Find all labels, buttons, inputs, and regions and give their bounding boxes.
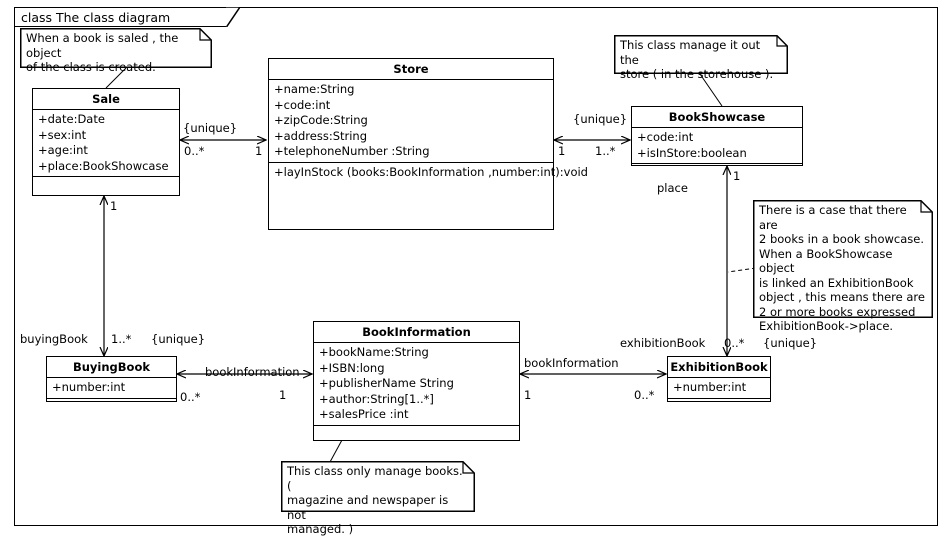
class-attributes-sale: +date:Date +sex:int +age:int +place:Book… xyxy=(33,110,179,177)
label-bookshowcase-exhibitionbook-constraint: {unique} xyxy=(763,336,818,350)
diagram-frame-title-tab: class The class diagram xyxy=(14,7,226,27)
class-box-store[interactable]: Store +name:String +code:int +zipCode:St… xyxy=(268,58,588,230)
attribute: +telephoneNumber :String xyxy=(274,144,430,158)
class-attributes-bookshowcase: +code:int +isInStore:boolean xyxy=(632,128,802,164)
class-operations-buyingbook xyxy=(47,399,176,403)
attribute: +publisherName String xyxy=(319,376,454,390)
note-bookshowcase-text: This class manage it out the store ( in … xyxy=(620,38,774,81)
class-name-exhibitionbook: ExhibitionBook xyxy=(668,357,770,378)
class-name-buyingbook: BuyingBook xyxy=(47,357,176,378)
note-bookinformation-text: This class only manage books. ( magazine… xyxy=(287,464,463,536)
class-operations-bookshowcase xyxy=(632,164,802,168)
note-sale: When a book is saled , the object of the… xyxy=(20,28,212,74)
diagram-title: class The class diagram xyxy=(21,10,171,25)
label-bookinformation-exhibitionbook-role: bookInformation xyxy=(524,356,619,370)
class-operations-exhibitionbook xyxy=(668,399,770,403)
label-sale-buyingbook-constraint: {unique} xyxy=(151,332,206,346)
class-name-bookinformation: BookInformation xyxy=(314,322,519,343)
label-sale-store-constraint: {unique} xyxy=(183,121,238,135)
note-exhibition-text: There is a case that there are 2 books i… xyxy=(759,203,925,333)
label-store-bookshowcase-target-mult: 1..* xyxy=(595,144,616,158)
label-bookshowcase-exhibitionbook-source-mult: 1 xyxy=(733,169,741,183)
class-operations-bookinformation xyxy=(314,426,519,430)
attribute: +code:int xyxy=(274,97,331,112)
label-store-bookshowcase-source-mult: 1 xyxy=(558,144,566,158)
note-bookshowcase: This class manage it out the store ( in … xyxy=(614,35,788,81)
frame-title-corner-icon xyxy=(226,7,240,27)
attribute: +ISBN:long xyxy=(319,360,385,375)
class-attributes-exhibitionbook: +number:int xyxy=(668,378,770,399)
label-sale-buyingbook-target-mult: 1..* xyxy=(111,332,132,346)
attribute: +address:String xyxy=(274,128,368,143)
class-box-buyingbook[interactable]: BuyingBook +number:int xyxy=(46,356,177,402)
class-name-sale: Sale xyxy=(33,89,179,110)
attribute: +age:int xyxy=(38,143,88,157)
attribute: +place:BookShowcase xyxy=(38,158,169,173)
label-sale-buyingbook-source-mult: 1 xyxy=(110,199,118,213)
label-buyingbook-bookinformation-source-mult: 0..* xyxy=(180,390,201,404)
class-operations-store: +layInStock (books:BookInformation ,numb… xyxy=(269,163,588,183)
attribute: +salesPrice :int xyxy=(319,407,409,421)
note-exhibition: There is a case that there are 2 books i… xyxy=(753,200,933,333)
label-bookshowcase-exhibitionbook-role2: exhibitionBook xyxy=(620,336,706,350)
class-box-sale[interactable]: Sale +date:Date +sex:int +age:int +place… xyxy=(32,88,180,196)
class-box-exhibitionbook[interactable]: ExhibitionBook +number:int xyxy=(667,356,771,402)
attribute: +zipCode:String xyxy=(274,113,368,127)
attribute: +author:String[1..*] xyxy=(319,391,434,406)
class-attributes-bookinformation: +bookName:String +ISBN:long +publisherNa… xyxy=(314,343,519,426)
attribute: +isInStore:boolean xyxy=(637,145,747,160)
attribute: +bookName:String xyxy=(319,345,429,359)
label-buyingbook-bookinformation-role: bookInformation xyxy=(205,365,300,379)
label-bookshowcase-exhibitionbook-role: place xyxy=(657,181,688,195)
label-buyingbook-bookinformation-target-mult: 1 xyxy=(279,388,287,402)
class-attributes-buyingbook: +number:int xyxy=(47,378,176,399)
class-name-store: Store xyxy=(269,59,553,80)
attribute: +sex:int xyxy=(38,127,87,142)
class-attributes-store: +name:String +code:int +zipCode:String +… xyxy=(269,80,553,163)
class-operations-sale xyxy=(33,177,179,181)
class-name-bookshowcase: BookShowcase xyxy=(632,107,802,128)
label-bookinformation-exhibitionbook-source-mult: 1 xyxy=(524,388,532,402)
attribute: +number:int xyxy=(52,380,126,394)
label-sale-store-source-mult: 0..* xyxy=(184,144,205,158)
attribute: +code:int xyxy=(637,130,694,144)
attribute: +name:String xyxy=(274,82,355,96)
label-sale-store-target-mult: 1 xyxy=(255,144,263,158)
attribute: +number:int xyxy=(673,380,747,394)
operation: +layInStock (books:BookInformation ,numb… xyxy=(274,164,588,179)
label-sale-buyingbook-role: buyingBook xyxy=(20,332,88,346)
class-box-bookinformation[interactable]: BookInformation +bookName:String +ISBN:l… xyxy=(313,321,520,441)
label-store-bookshowcase-constraint: {unique} xyxy=(573,112,628,126)
label-bookshowcase-exhibitionbook-target-mult: 0..* xyxy=(724,336,745,350)
note-bookinformation: This class only manage books. ( magazine… xyxy=(281,461,475,536)
attribute: +date:Date xyxy=(38,112,105,126)
note-sale-text: When a book is saled , the object of the… xyxy=(26,31,179,74)
label-bookinformation-exhibitionbook-target-mult: 0..* xyxy=(634,388,655,402)
class-box-bookshowcase[interactable]: BookShowcase +code:int +isInStore:boolea… xyxy=(631,106,803,166)
